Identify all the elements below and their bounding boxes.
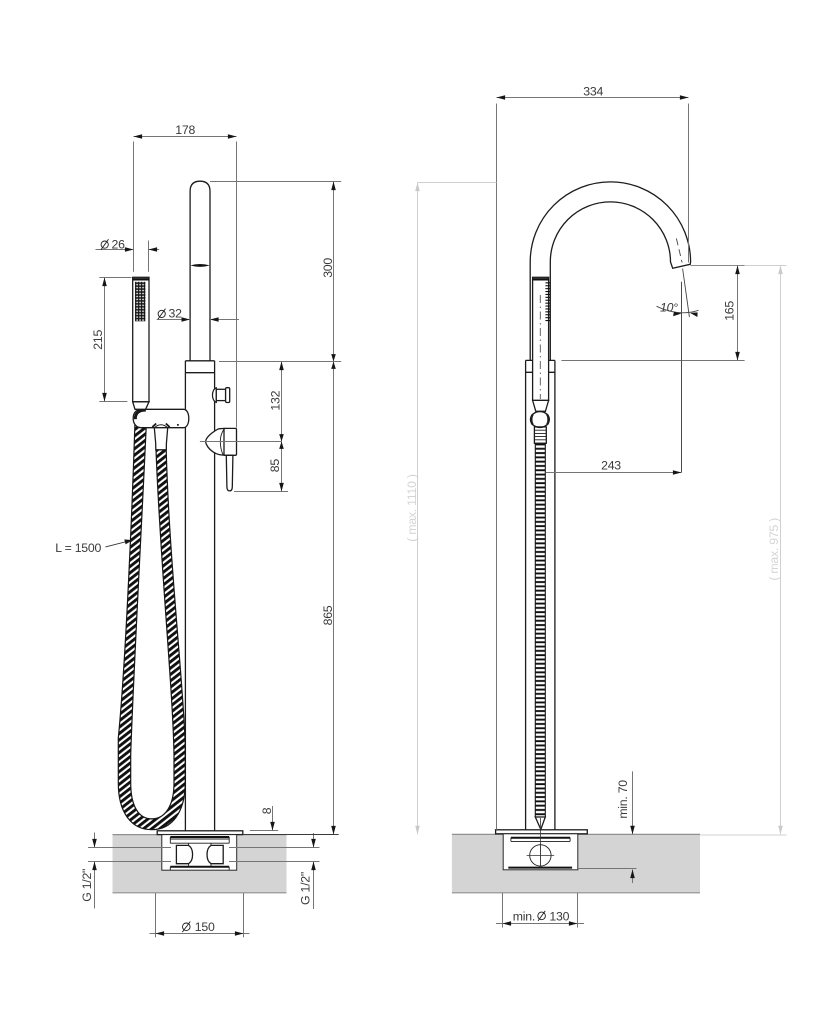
svg-text:G 1/2": G 1/2" [80,869,94,902]
svg-text:300: 300 [321,258,335,278]
svg-text:L = 1500: L = 1500 [55,541,101,555]
svg-text:8: 8 [260,807,274,814]
svg-text:243: 243 [601,459,621,473]
svg-text:334: 334 [583,85,603,99]
svg-text:G 1/2": G 1/2" [299,872,313,905]
svg-text:10°: 10° [660,300,678,314]
svg-text:130: 130 [549,910,569,924]
svg-text:min. 70: min. 70 [616,780,630,819]
svg-text:865: 865 [321,605,335,625]
svg-text:min.: min. [513,910,535,924]
svg-text:26: 26 [112,237,126,251]
svg-text:( max. 975 ): ( max. 975 ) [767,518,781,581]
svg-text:32: 32 [169,307,183,321]
svg-text:165: 165 [722,301,736,321]
svg-text:132: 132 [268,390,282,410]
svg-text:( max. 1110 ): ( max. 1110 ) [405,474,419,542]
svg-text:85: 85 [268,459,282,473]
svg-text:215: 215 [91,330,105,350]
svg-text:150: 150 [195,920,215,934]
svg-text:178: 178 [175,123,195,137]
